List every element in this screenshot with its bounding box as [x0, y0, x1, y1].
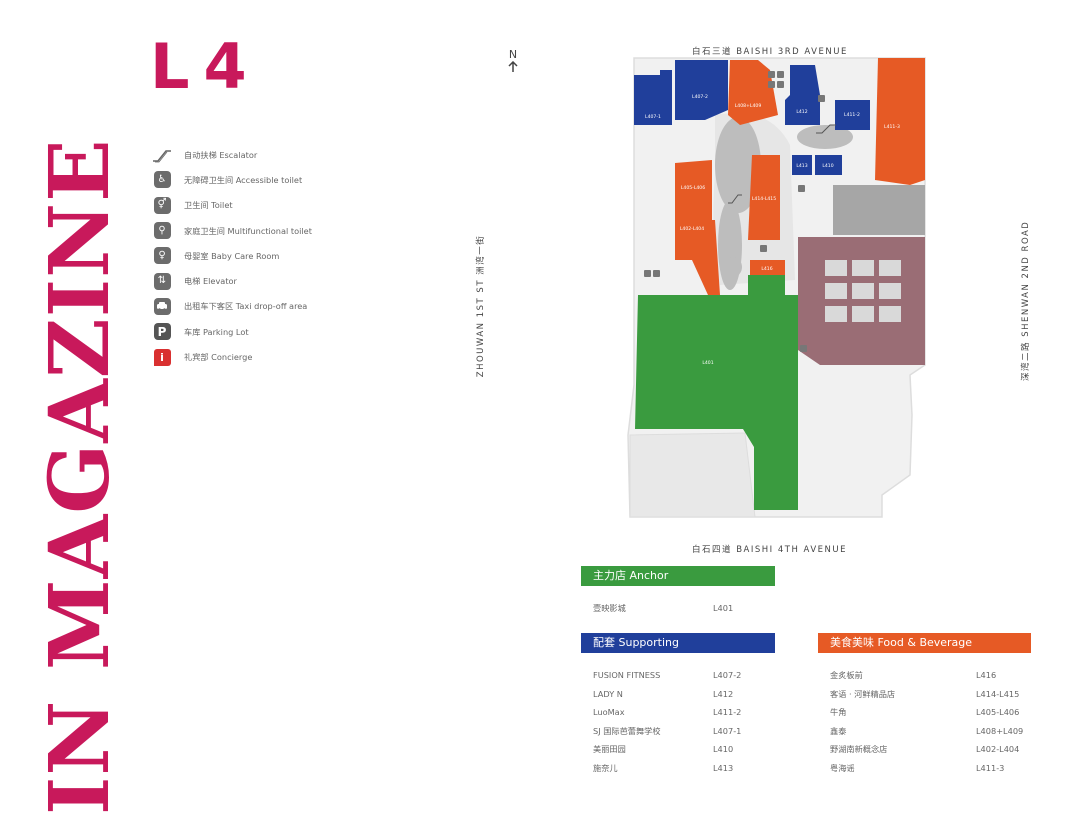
- toilet-icon: [644, 270, 651, 277]
- atrium-void-4: [797, 125, 853, 149]
- legend: 自动扶梯 Escalator ♿ 无障碍卫生间 Accessible toile…: [152, 142, 412, 370]
- legend-item-concierge: i 礼宾部 Concierge: [152, 344, 412, 369]
- service-block: [833, 185, 925, 235]
- unit-l407-1: [634, 70, 672, 125]
- map-label-l410: L410: [822, 163, 833, 169]
- category-supporting: 配套 Supporting: [581, 633, 775, 653]
- map-label-l411-3: L411-3: [884, 124, 900, 130]
- unit-l402: [675, 220, 720, 295]
- map-label-l416: L416: [761, 266, 772, 272]
- compass-label: N: [508, 48, 518, 61]
- atrium-void-2: [718, 200, 742, 290]
- parking-lot: [798, 237, 925, 365]
- street-bottom: 白石四道 BAISHI 4TH AVENUE: [692, 545, 847, 555]
- map-label-l405: L405-L406: [681, 185, 705, 191]
- arrow-up-icon: [508, 60, 518, 72]
- elevator-icon: [818, 95, 825, 102]
- map-label-l407-1: L407-1: [645, 114, 661, 120]
- unit-l411-3: [875, 58, 925, 185]
- legend-item-toilet: ⚥ 卫生间 Toilet: [152, 193, 412, 218]
- floor-map: L407-2 L407-1 L408+L409 L412 L411-2 L411…: [627, 57, 926, 518]
- elevator-icon: [760, 245, 767, 252]
- map-label-l414: L414-L415: [752, 196, 776, 202]
- escalator-icon: [728, 124, 836, 204]
- escalator-icon: [152, 146, 172, 164]
- atrium-void-3: [724, 257, 742, 277]
- parking-icon: P: [152, 323, 172, 341]
- unit-l401: [635, 275, 798, 510]
- unit-l407-2: [675, 60, 728, 120]
- elevator-icon: [777, 71, 784, 78]
- floor-label: L4: [150, 30, 261, 103]
- map-label-l401: L401: [702, 360, 713, 366]
- baby-care-icon: [777, 81, 784, 88]
- toilet-icon: [798, 185, 805, 192]
- toilet-icon: [768, 71, 775, 78]
- taxi-icon: [152, 297, 172, 315]
- map-label-l407-2: L407-2: [692, 94, 708, 100]
- legend-item-elevator: ⇅ 电梯 Elevator: [152, 268, 412, 293]
- brand-title: IN MAGAZINE: [32, 138, 128, 815]
- legend-item-taxi: 出租车下客区 Taxi drop-off area: [152, 294, 412, 319]
- parking-bays: [825, 260, 901, 322]
- unit-l408: [728, 60, 778, 125]
- baby-care-icon: ♀: [152, 247, 172, 265]
- family-toilet-icon: [653, 270, 660, 277]
- legend-item-escalator: 自动扶梯 Escalator: [152, 142, 412, 167]
- north-arrow: N: [505, 48, 521, 76]
- family-toilet-icon: ⚲: [152, 222, 172, 240]
- legend-item-accessible-toilet: ♿ 无障碍卫生间 Accessible toilet: [152, 167, 412, 192]
- accessible-toilet-icon: [768, 81, 775, 88]
- unit-l411-2: [835, 100, 870, 130]
- map-facilities: [644, 71, 825, 352]
- street-top: 白石三道 BAISHI 3RD AVENUE: [692, 47, 848, 57]
- unit-l413: [792, 155, 812, 175]
- map-label-l402: L402-L404: [680, 226, 704, 232]
- unit-l412: [785, 65, 820, 125]
- legend-item-baby-care: ♀ 母婴室 Baby Care Room: [152, 243, 412, 268]
- accessible-toilet-icon: ♿: [152, 171, 172, 189]
- drop-off-area: [629, 432, 756, 518]
- unit-l405: [675, 160, 712, 220]
- concierge-icon: i: [152, 348, 172, 366]
- street-right: 深湾二路 SHENWAN 2ND ROAD: [1021, 220, 1031, 381]
- elevator-icon: ⇅: [152, 272, 172, 290]
- street-left: ZHOUWAN 1ST ST 洲湾一街: [476, 234, 486, 378]
- legend-item-family-toilet: ⚲ 家庭卫生间 Multifunctional toilet: [152, 218, 412, 243]
- unit-l410: [815, 155, 842, 175]
- toilet-icon: ⚥: [152, 196, 172, 214]
- atrium-void-1: [715, 117, 761, 213]
- unit-l416: [750, 260, 785, 275]
- legend-item-parking: P 车库 Parking Lot: [152, 319, 412, 344]
- map-label-l413: L413: [796, 163, 807, 169]
- unit-l414: [748, 155, 780, 240]
- map-label-l411-2: L411-2: [844, 112, 860, 118]
- map-label-l412: L412: [796, 109, 807, 115]
- category-food-beverage: 美食美味 Food & Beverage: [818, 633, 1031, 653]
- elevator-icon: [800, 345, 807, 352]
- map-label-l408: L408+L409: [735, 103, 762, 109]
- category-anchor: 主力店 Anchor: [581, 566, 775, 586]
